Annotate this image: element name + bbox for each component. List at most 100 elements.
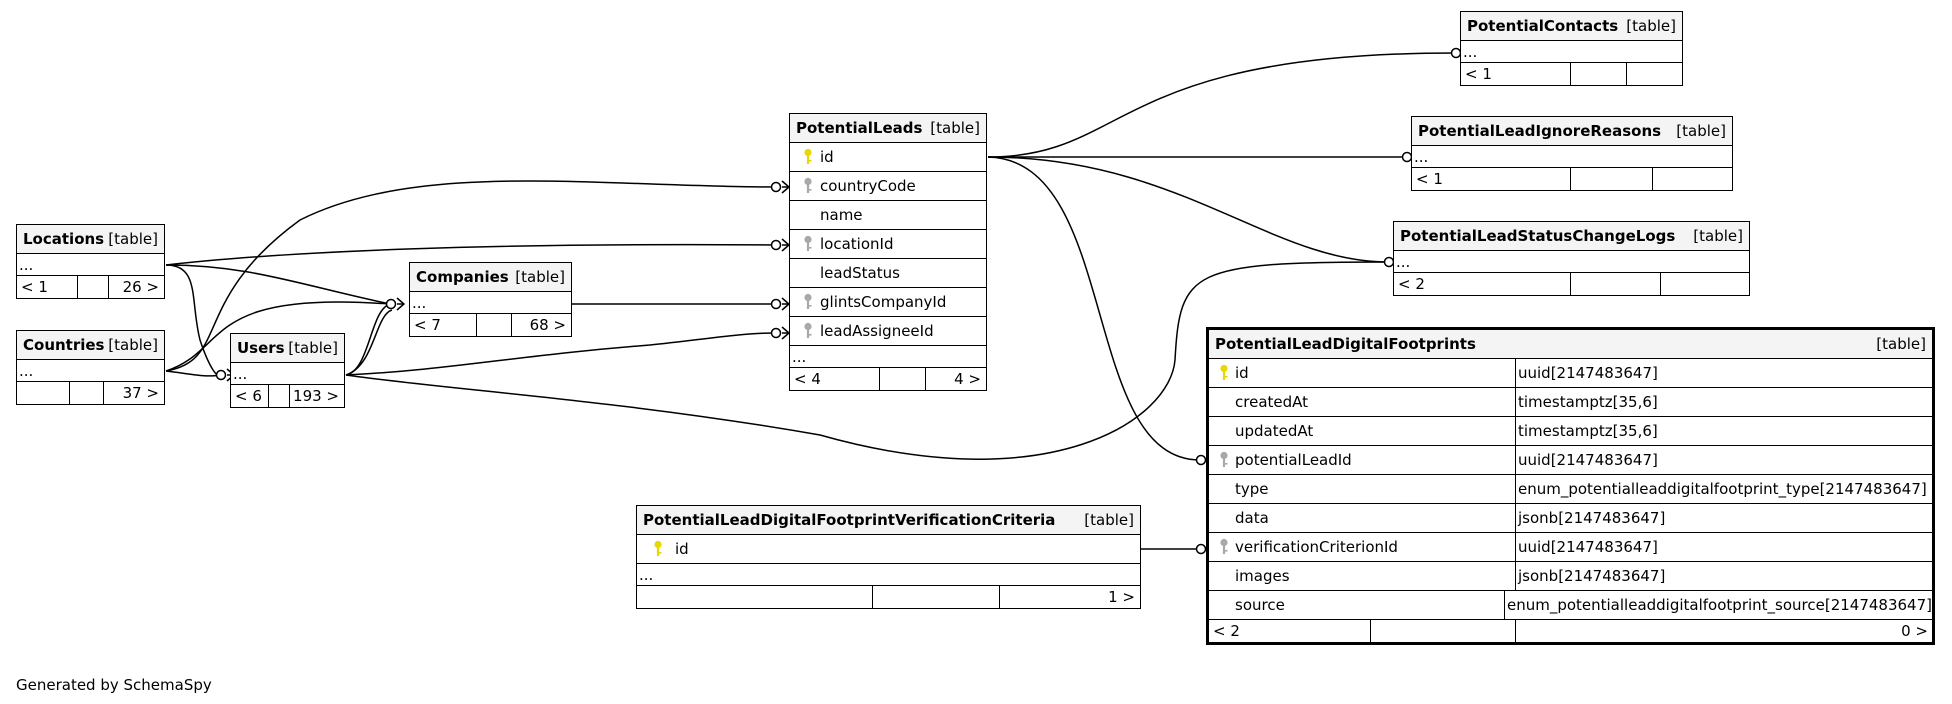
table-name: Users (237, 339, 285, 357)
column-name: createdAt (1235, 393, 1309, 411)
table-footer: 1 > (637, 586, 1140, 608)
children-count[interactable]: 0 > (1515, 620, 1932, 642)
foreign-key-icon (1213, 538, 1235, 556)
children-count[interactable]: 1 > (999, 586, 1139, 608)
column-name: leadStatus (820, 264, 900, 282)
column-name: potentialLeadId (1235, 451, 1352, 469)
children-count[interactable] (1626, 63, 1681, 85)
parents-count[interactable]: < 1 (1465, 65, 1492, 83)
column-row[interactable]: countryCode (790, 172, 986, 201)
children-count[interactable]: 68 > (511, 314, 570, 336)
column-name-cell: potentialLeadId (1209, 446, 1515, 474)
column-name-cell: id (790, 143, 834, 171)
table-footer: < 4 4 > (790, 368, 986, 390)
table-footer: < 1 26 > (17, 276, 164, 298)
column-row[interactable]: locationId (790, 230, 986, 259)
table-potential-lead-digital-footprints[interactable]: PotentialLeadDigitalFootprints[table] id… (1206, 327, 1935, 645)
table-companies[interactable]: Companies[table] ... < 7 68 > (409, 262, 572, 337)
table-name: PotentialLeadStatusChangeLogs (1400, 227, 1676, 245)
column-row[interactable]: name (790, 201, 986, 230)
parents-count[interactable]: < 6 (235, 387, 262, 405)
more-columns: ... (637, 564, 1140, 586)
column-row[interactable]: glintsCompanyId (790, 288, 986, 317)
parents-count[interactable]: < 4 (794, 370, 821, 388)
crows-foot-end (770, 297, 791, 311)
children-count[interactable] (1660, 273, 1748, 295)
table-verification-criteria[interactable]: PotentialLeadDigitalFootprintVerificatio… (636, 505, 1141, 609)
children-count[interactable]: 26 > (108, 276, 163, 298)
parents-count[interactable] (17, 382, 69, 404)
column-row[interactable]: data jsonb[2147483647] (1209, 504, 1932, 533)
parents-count[interactable]: < 1 (21, 278, 48, 296)
table-countries[interactable]: Countries[table] ... 37 > (16, 330, 165, 405)
column-row[interactable]: id (790, 143, 986, 172)
column-name-cell: images (1209, 562, 1515, 590)
column-type: jsonb[2147483647] (1515, 562, 1665, 590)
table-potential-lead-status-change-logs[interactable]: PotentialLeadStatusChangeLogs[table] ...… (1393, 221, 1750, 296)
parents-count[interactable]: < 1 (1416, 170, 1443, 188)
children-count[interactable]: 4 > (925, 368, 985, 390)
parents-count[interactable] (637, 586, 872, 608)
rows-count (1570, 63, 1626, 85)
table-kind: [table] (930, 119, 980, 137)
column-name: glintsCompanyId (820, 293, 947, 311)
table-potential-contacts[interactable]: PotentialContacts[table] ... < 1 (1460, 11, 1683, 86)
table-footer: < 1 (1412, 168, 1732, 190)
table-kind: [table] (1676, 122, 1726, 140)
column-name: countryCode (820, 177, 916, 195)
table-header: Locations[table] (17, 225, 164, 254)
children-count[interactable] (1652, 168, 1732, 190)
column-name-cell: name (790, 201, 863, 229)
foreign-key-icon (796, 322, 820, 340)
table-users[interactable]: Users[table] ... < 6 193 > (230, 333, 345, 408)
rows-count (69, 382, 103, 404)
column-name-cell: locationId (790, 230, 893, 258)
table-name: PotentialContacts (1467, 17, 1619, 35)
table-name: PotentialLeadDigitalFootprints (1215, 335, 1476, 353)
table-header: Companies[table] (410, 263, 571, 292)
more-columns: ... (1394, 251, 1749, 273)
column-type: timestamptz[35,6] (1515, 388, 1658, 416)
column-name-cell: updatedAt (1209, 417, 1515, 445)
column-row[interactable]: leadAssigneeId (790, 317, 986, 346)
rows-count (1570, 273, 1660, 295)
primary-key-icon (641, 540, 675, 558)
column-type: uuid[2147483647] (1515, 446, 1658, 474)
rel-countries-leads (165, 180, 776, 372)
rel-locations-users (165, 264, 221, 377)
column-row[interactable]: id (637, 535, 1140, 564)
column-name-cell: leadAssigneeId (790, 317, 934, 345)
column-type: uuid[2147483647] (1515, 359, 1658, 387)
table-locations[interactable]: Locations[table] ... < 1 26 > (16, 224, 165, 299)
column-name: data (1235, 509, 1269, 527)
parents-count[interactable]: < 2 (1398, 275, 1425, 293)
rel-locations-leads (165, 243, 776, 266)
column-list: id (637, 535, 1140, 564)
table-header: Users[table] (231, 334, 344, 363)
column-row[interactable]: potentialLeadId uuid[2147483647] (1209, 446, 1932, 475)
column-row[interactable]: leadStatus (790, 259, 986, 288)
column-type: jsonb[2147483647] (1515, 504, 1665, 532)
table-kind: [table] (1626, 17, 1676, 35)
children-count[interactable]: 37 > (103, 382, 163, 404)
column-name: updatedAt (1235, 422, 1314, 440)
parents-count[interactable]: < 2 (1213, 622, 1240, 640)
parents-count[interactable]: < 7 (414, 316, 441, 334)
children-count[interactable]: 193 > (289, 385, 343, 407)
primary-key-icon (796, 148, 820, 166)
table-potential-lead-ignore-reasons[interactable]: PotentialLeadIgnoreReasons[table] ... < … (1411, 116, 1733, 191)
rel-locations-companies (165, 264, 391, 305)
table-kind: [table] (288, 339, 338, 357)
column-row[interactable]: createdAt timestamptz[35,6] (1209, 388, 1932, 417)
rel-leads-status-logs (987, 156, 1389, 263)
table-header: PotentialLeads[table] (790, 114, 986, 143)
